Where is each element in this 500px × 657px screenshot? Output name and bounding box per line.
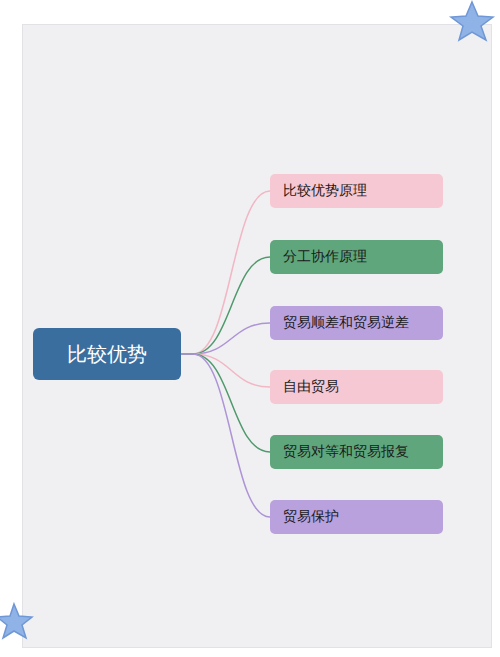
corner-star [451,2,493,40]
root-label: 比较优势 [67,341,147,368]
branch-topic: 分工协作原理 [270,240,443,274]
branch-connector [181,257,270,354]
branch-connector [181,323,270,354]
branch-topic: 自由贸易 [270,370,443,404]
branch-connector [181,191,270,354]
branch-label: 比较优势原理 [283,182,367,200]
branch-label: 贸易保护 [283,508,339,526]
branch-label: 贸易对等和贸易报复 [283,443,409,461]
root-topic: 比较优势 [33,328,181,380]
branch-topic: 贸易顺差和贸易逆差 [270,306,443,340]
branch-label: 贸易顺差和贸易逆差 [283,314,409,332]
corner-star [0,604,32,638]
branch-connector [181,354,270,387]
branch-label: 自由贸易 [283,378,339,396]
branch-label: 分工协作原理 [283,248,367,266]
branch-topic: 贸易对等和贸易报复 [270,435,443,469]
branch-topic: 比较优势原理 [270,174,443,208]
branch-connector [181,354,270,517]
branch-connector [181,354,270,452]
branch-topic: 贸易保护 [270,500,443,534]
